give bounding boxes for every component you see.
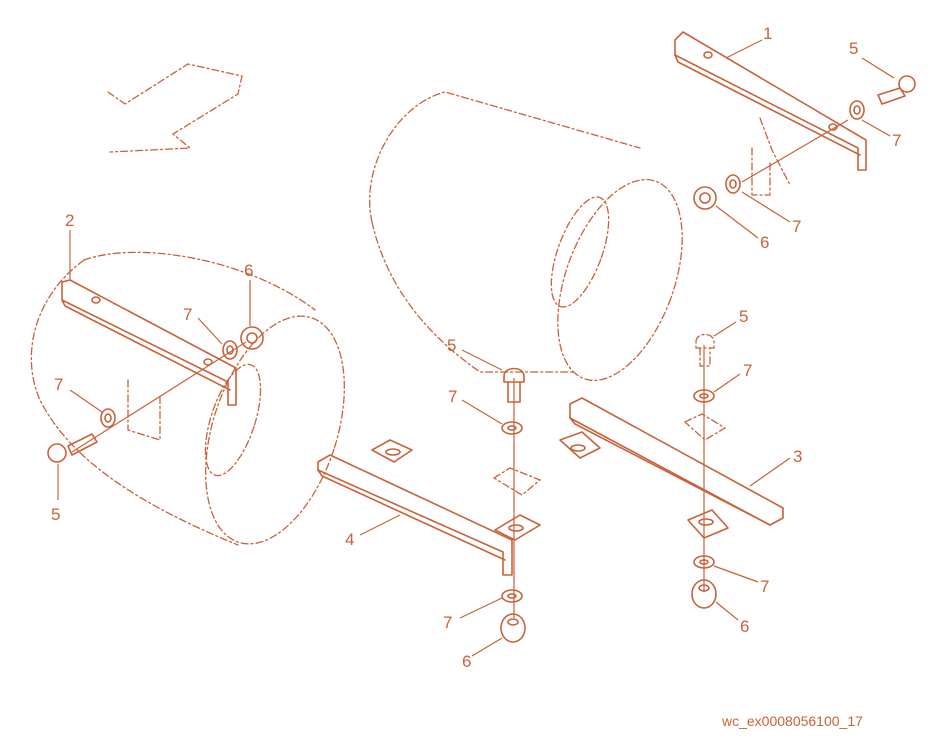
callout-5-left: 5 xyxy=(51,505,60,524)
callout-7-right-upper: 7 xyxy=(743,361,752,380)
callout-7-upper: 7 xyxy=(792,217,801,236)
bracket-1-mount xyxy=(751,117,791,196)
washer-7-upper xyxy=(725,174,741,194)
callout-5-right: 5 xyxy=(739,307,748,326)
callout-7-left-upper: 7 xyxy=(183,305,192,324)
rail-3 xyxy=(559,397,784,539)
washer-7-top-right xyxy=(849,100,865,120)
bracket-2 xyxy=(61,279,237,406)
washer-7-center-lower xyxy=(501,589,523,603)
bolt-5-right xyxy=(695,333,715,367)
nut-6-right xyxy=(691,579,717,609)
washer-7-left-upper xyxy=(222,340,238,360)
callout-6-center: 6 xyxy=(462,652,471,671)
center-drum-outline xyxy=(368,91,683,382)
bracket-1 xyxy=(674,31,867,171)
washer-7-center-upper xyxy=(501,421,523,435)
callout-7-right-lower: 7 xyxy=(760,577,769,596)
bolt-5-left xyxy=(47,433,98,463)
washer-7-right-lower xyxy=(693,555,715,569)
callout-3: 3 xyxy=(793,447,802,466)
callout-4: 4 xyxy=(345,530,354,549)
washer-7-left-lower xyxy=(100,408,116,428)
rail-4-mount xyxy=(492,467,542,496)
callout-6-upper: 6 xyxy=(760,233,769,252)
bolt-5-center xyxy=(503,367,525,403)
direction-arrow xyxy=(107,63,243,153)
reference-code: wc_ex0008056100_17 xyxy=(722,713,863,729)
callout-6-left: 6 xyxy=(244,261,253,280)
callout-6-right: 6 xyxy=(740,617,749,636)
rail-3-mount xyxy=(683,413,727,441)
callout-7-top-right: 7 xyxy=(892,131,901,150)
bracket-2-mount xyxy=(127,379,161,441)
callout-7-left-lower: 7 xyxy=(54,375,63,394)
nut-6-center xyxy=(500,613,526,643)
callout-5-center: 5 xyxy=(447,336,456,355)
washer-7-right-upper xyxy=(693,389,715,403)
left-drum-outline xyxy=(30,251,345,546)
nut-6-left xyxy=(240,326,264,350)
callout-1: 1 xyxy=(763,24,772,43)
callout-2: 2 xyxy=(65,211,74,230)
callout-7-center-upper: 7 xyxy=(448,387,457,406)
bolt-5-top-right xyxy=(877,75,916,105)
rail-4 xyxy=(317,439,541,576)
callout-7-center-lower: 7 xyxy=(443,613,452,632)
callout-leaders xyxy=(57,39,895,657)
nut-6-upper xyxy=(693,186,717,210)
callout-5-top-right: 5 xyxy=(849,39,858,58)
